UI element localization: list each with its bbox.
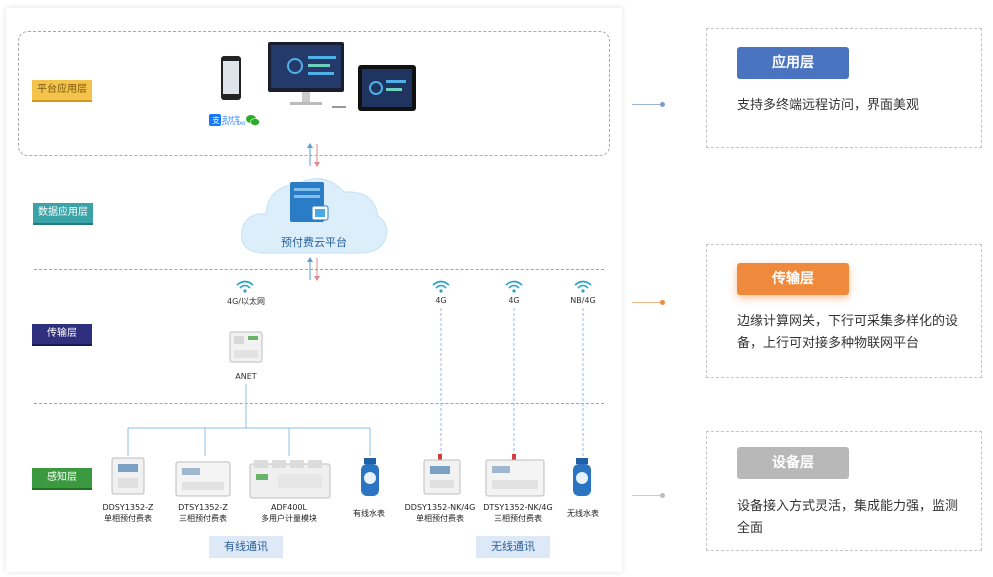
device-model-6: DTSY1352-NK/4G bbox=[483, 503, 553, 512]
sync-arrows-top bbox=[307, 143, 320, 167]
card-device-text: 设备接入方式灵活，集成能力强，监测全面 bbox=[737, 499, 959, 536]
three-phase-meter-icon bbox=[175, 461, 231, 497]
device-desc-5: 单相预付费表 bbox=[416, 514, 464, 523]
device-model-3: ADF400L bbox=[271, 503, 307, 512]
card-transport-title: 传输层 bbox=[737, 263, 849, 295]
layer-tag-transport: 传输层 bbox=[32, 324, 92, 346]
card-transport: 传输层 边缘计算网关，下行可采集多样化的设备，上行可对接多种物联网平台 bbox=[706, 244, 982, 378]
device-desc-4: 有线水表 bbox=[353, 509, 385, 518]
multi-user-module-icon bbox=[249, 460, 331, 499]
device-model-5: DDSY1352-NK/4G bbox=[404, 503, 476, 512]
layer-tag-data: 数据应用层 bbox=[33, 203, 93, 225]
tablet-icon bbox=[358, 65, 416, 111]
device-desc-1: 单相预付费表 bbox=[104, 514, 152, 523]
terminal-devices-illustration bbox=[221, 42, 416, 111]
wired-comm-badge: 有线通讯 bbox=[209, 536, 283, 558]
wifi-icon-1 bbox=[432, 280, 450, 293]
wired-water-meter-icon bbox=[361, 458, 379, 496]
wifi-icon-3 bbox=[574, 280, 592, 293]
connector-device bbox=[632, 495, 662, 496]
wifi-icon-gateway bbox=[236, 280, 254, 293]
layer-tag-sensing: 感知层 bbox=[32, 468, 92, 490]
device-desc-2: 三相预付费表 bbox=[179, 514, 227, 523]
card-device: 设备层 设备接入方式灵活，集成能力强，监测全面 bbox=[706, 431, 982, 551]
divider-transport-top bbox=[34, 269, 604, 270]
alipay-label: 支付宝 bbox=[222, 116, 241, 123]
three-phase-4g-meter-icon bbox=[485, 454, 545, 497]
connector-dot-transport bbox=[660, 300, 665, 305]
layer-tag-platform: 平台应用层 bbox=[32, 80, 92, 102]
device-desc-6: 三相预付费表 bbox=[494, 514, 542, 523]
sync-arrows-bottom bbox=[307, 257, 320, 281]
single-phase-4g-meter-icon bbox=[423, 454, 461, 495]
device-model-2: DTSY1352-Z bbox=[178, 503, 228, 512]
wireless-water-meter-icon bbox=[573, 458, 591, 496]
monitor-icon bbox=[268, 42, 344, 105]
wifi-icon-2 bbox=[505, 280, 523, 293]
card-application: 应用层 支持多终端远程访问，界面美观 bbox=[706, 28, 982, 148]
card-application-text: 支持多终端远程访问，界面美观 bbox=[737, 98, 920, 113]
device-desc-3: 多用户计量模块 bbox=[261, 514, 317, 523]
signal-label-1: 4G bbox=[435, 296, 447, 305]
gateway-name: ANET bbox=[235, 372, 257, 381]
svg-text:支: 支 bbox=[212, 115, 220, 125]
cloud-label: 预付费云平台 bbox=[281, 236, 347, 249]
card-device-title: 设备层 bbox=[737, 447, 849, 479]
gateway-net-label: 4G/以太网 bbox=[227, 297, 265, 306]
cloud-platform-icon bbox=[241, 178, 388, 254]
platform-app-frame bbox=[18, 31, 610, 156]
card-application-title: 应用层 bbox=[737, 47, 849, 79]
connector-transport bbox=[632, 302, 662, 303]
device-model-1: DDSY1352-Z bbox=[102, 503, 154, 512]
connector-dot-device bbox=[660, 493, 665, 498]
signal-label-3: NB/4G bbox=[570, 296, 596, 305]
anet-gateway-icon bbox=[229, 331, 263, 363]
connection-lines bbox=[127, 308, 584, 456]
signal-label-2: 4G bbox=[508, 296, 520, 305]
card-transport-text: 边缘计算网关，下行可采集多样化的设备，上行可对接多种物联网平台 bbox=[737, 314, 959, 351]
single-phase-meter-icon bbox=[111, 457, 145, 495]
device-desc-7: 无线水表 bbox=[567, 509, 599, 518]
connector-dot-app bbox=[660, 102, 665, 107]
alipay-sublabel: ZHI FU BAO bbox=[222, 121, 246, 126]
divider-sensing-top bbox=[34, 403, 604, 404]
alipay-icon: 支 bbox=[209, 114, 221, 126]
wireless-comm-badge: 无线通讯 bbox=[476, 536, 550, 558]
wechat-icon bbox=[246, 115, 260, 126]
connector-app bbox=[632, 104, 662, 105]
